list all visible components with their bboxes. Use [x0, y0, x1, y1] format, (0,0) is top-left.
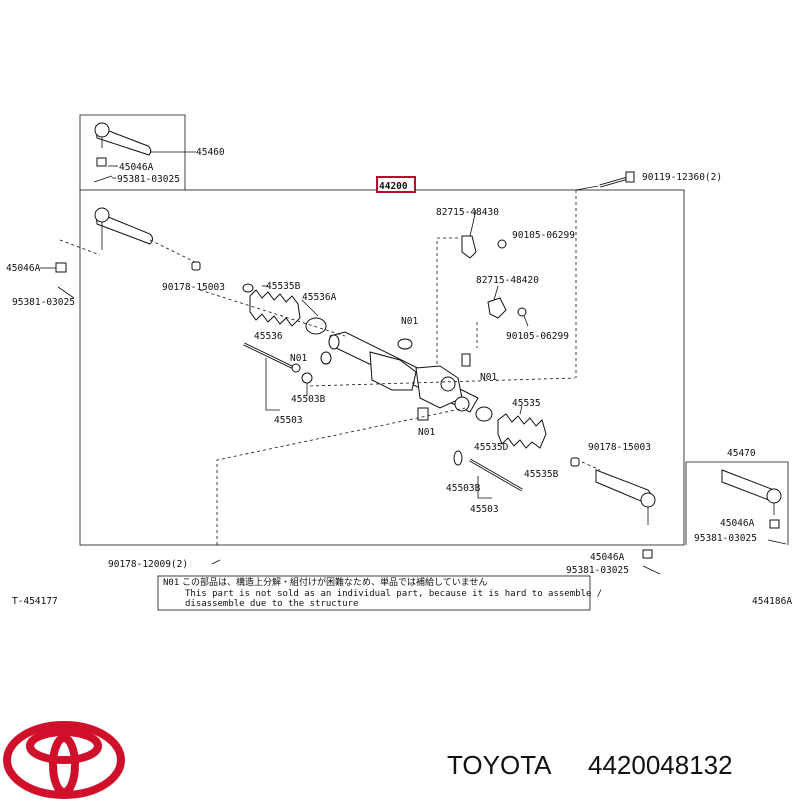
label-bolt-2: 90105-06299 — [506, 331, 569, 342]
inset-box-right — [685, 461, 789, 545]
note-line-2: This part is not sold as an individual p… — [185, 589, 602, 599]
label-clamp-left-a: 45536A — [302, 292, 337, 303]
brand-name: TOYOTA — [447, 750, 552, 780]
ref-right: 454186A — [752, 596, 792, 607]
clip-left-icon — [191, 261, 201, 271]
boot-right-icon — [453, 406, 547, 466]
boot-left-icon — [242, 283, 327, 335]
label-nut-top: 45046A — [119, 162, 154, 173]
label-tie-rod-end-right: 45470 — [727, 448, 756, 459]
label-main-part: 44200 — [379, 181, 408, 192]
ref-left: T-454177 — [12, 596, 58, 607]
note-box — [157, 575, 591, 611]
label-rod-right-b: 45503B — [446, 483, 481, 494]
label-clip-right: 90178-15003 — [588, 442, 651, 453]
tie-rod-end-top-icon — [93, 122, 152, 183]
label-bolt-1: 90105-06299 — [512, 230, 575, 241]
label-nut-bottom: 45046A — [590, 552, 625, 563]
label-nut-left: 45046A — [6, 263, 41, 274]
note-tag: N01 — [163, 578, 179, 588]
toyota-logo-icon — [3, 721, 125, 799]
bolt-top-right-icon — [599, 171, 635, 188]
bracket-1-icon — [461, 235, 507, 259]
label-boot-right: 45535 — [512, 398, 541, 409]
label-pin-bottom: 95381-03025 — [566, 565, 629, 576]
label-n01-d: N01 — [418, 427, 435, 438]
main-part-highlight — [376, 176, 416, 193]
label-pin-left: 95381-03025 — [12, 297, 75, 308]
label-clamp-right-d: 45535D — [474, 442, 509, 453]
label-tie-rod-end-top: 45460 — [196, 147, 225, 158]
label-n01-b: N01 — [290, 353, 307, 364]
label-rod-right: 45503 — [470, 504, 499, 515]
rod-right-icon — [469, 458, 523, 492]
label-nut-right-box: 45046A — [720, 518, 755, 529]
tie-rod-end-right-icon — [570, 457, 661, 575]
tie-rod-end-left-icon — [55, 207, 153, 299]
label-bracket-1: 82715-48430 — [436, 207, 499, 218]
inset-box-top-left — [79, 114, 186, 190]
tie-rod-end-right-inset-icon — [721, 469, 787, 545]
label-bolt-bottom: 90178-12009(2) — [108, 559, 188, 570]
note-line-1: この部品は、構造上分解・組付けが困難なため、単品では補給していません — [182, 576, 487, 588]
label-boot-left: 45536 — [254, 331, 283, 342]
rack-housing-icon — [320, 331, 479, 421]
bracket-2-icon — [487, 297, 527, 319]
label-clip-left: 90178-15003 — [162, 282, 225, 293]
label-rod-left: 45503 — [274, 415, 303, 426]
note-line-3: disassemble due to the structure — [185, 599, 358, 609]
label-pin-top: 95381-03025 — [117, 174, 180, 185]
label-clamp-right-b: 45535B — [524, 469, 559, 480]
label-rod-left-b: 45503B — [291, 394, 326, 405]
label-pin-right-box: 95381-03025 — [694, 533, 757, 544]
label-bracket-2: 82715-48420 — [476, 275, 539, 286]
label-n01-c: N01 — [480, 372, 497, 383]
label-n01-a: N01 — [401, 316, 418, 327]
label-clamp-left: 45535B — [266, 281, 301, 292]
part-number: 4420048132 — [588, 750, 733, 780]
label-bolt-top-right: 90119-12360(2) — [642, 172, 722, 183]
